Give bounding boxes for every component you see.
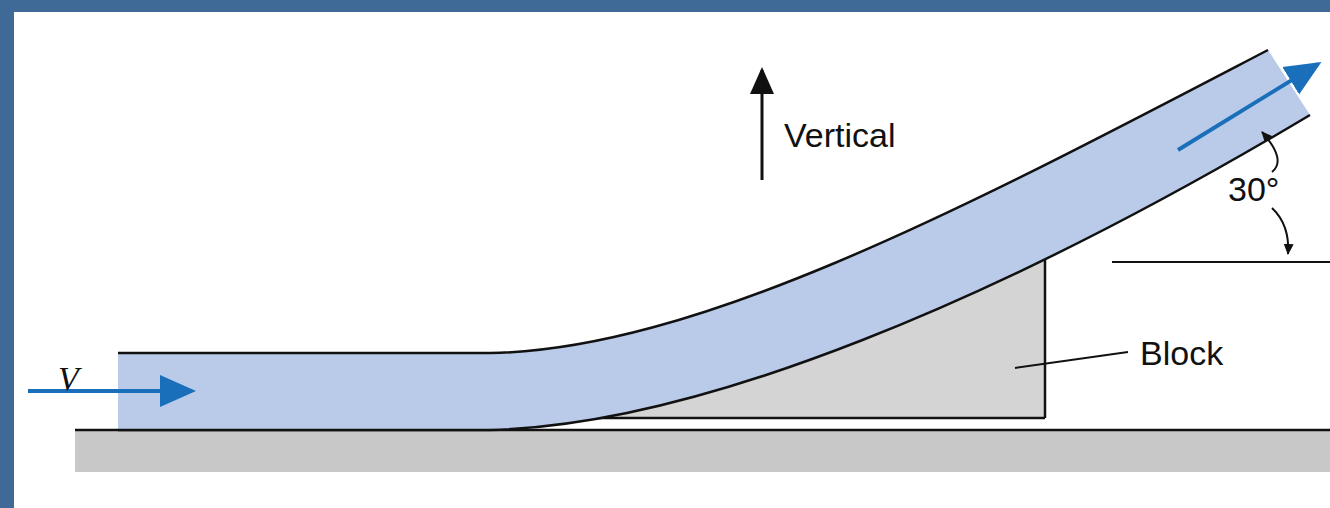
jet-edge: [118, 50, 1268, 353]
vertical-arrow: [761, 70, 764, 180]
inflow-arrow: [28, 389, 192, 393]
block-edge: [1044, 240, 1047, 418]
reference-line: [1112, 261, 1330, 263]
block-edge: [570, 417, 1045, 420]
white-ground: [14, 12, 1330, 508]
ground-band: [75, 430, 1330, 472]
water-jet: [118, 50, 1310, 430]
angle-arrow: [1262, 132, 1278, 172]
direction-label: Vertical: [784, 118, 896, 152]
outflow-arrow: [1178, 64, 1318, 150]
angle-arrow: [1272, 208, 1288, 254]
velocity-symbol: V: [58, 362, 79, 396]
jet-edge: [118, 115, 1310, 430]
leader-line: [1015, 352, 1128, 368]
angle-label: 30°: [1228, 172, 1279, 206]
part-name: Block: [1140, 336, 1223, 370]
